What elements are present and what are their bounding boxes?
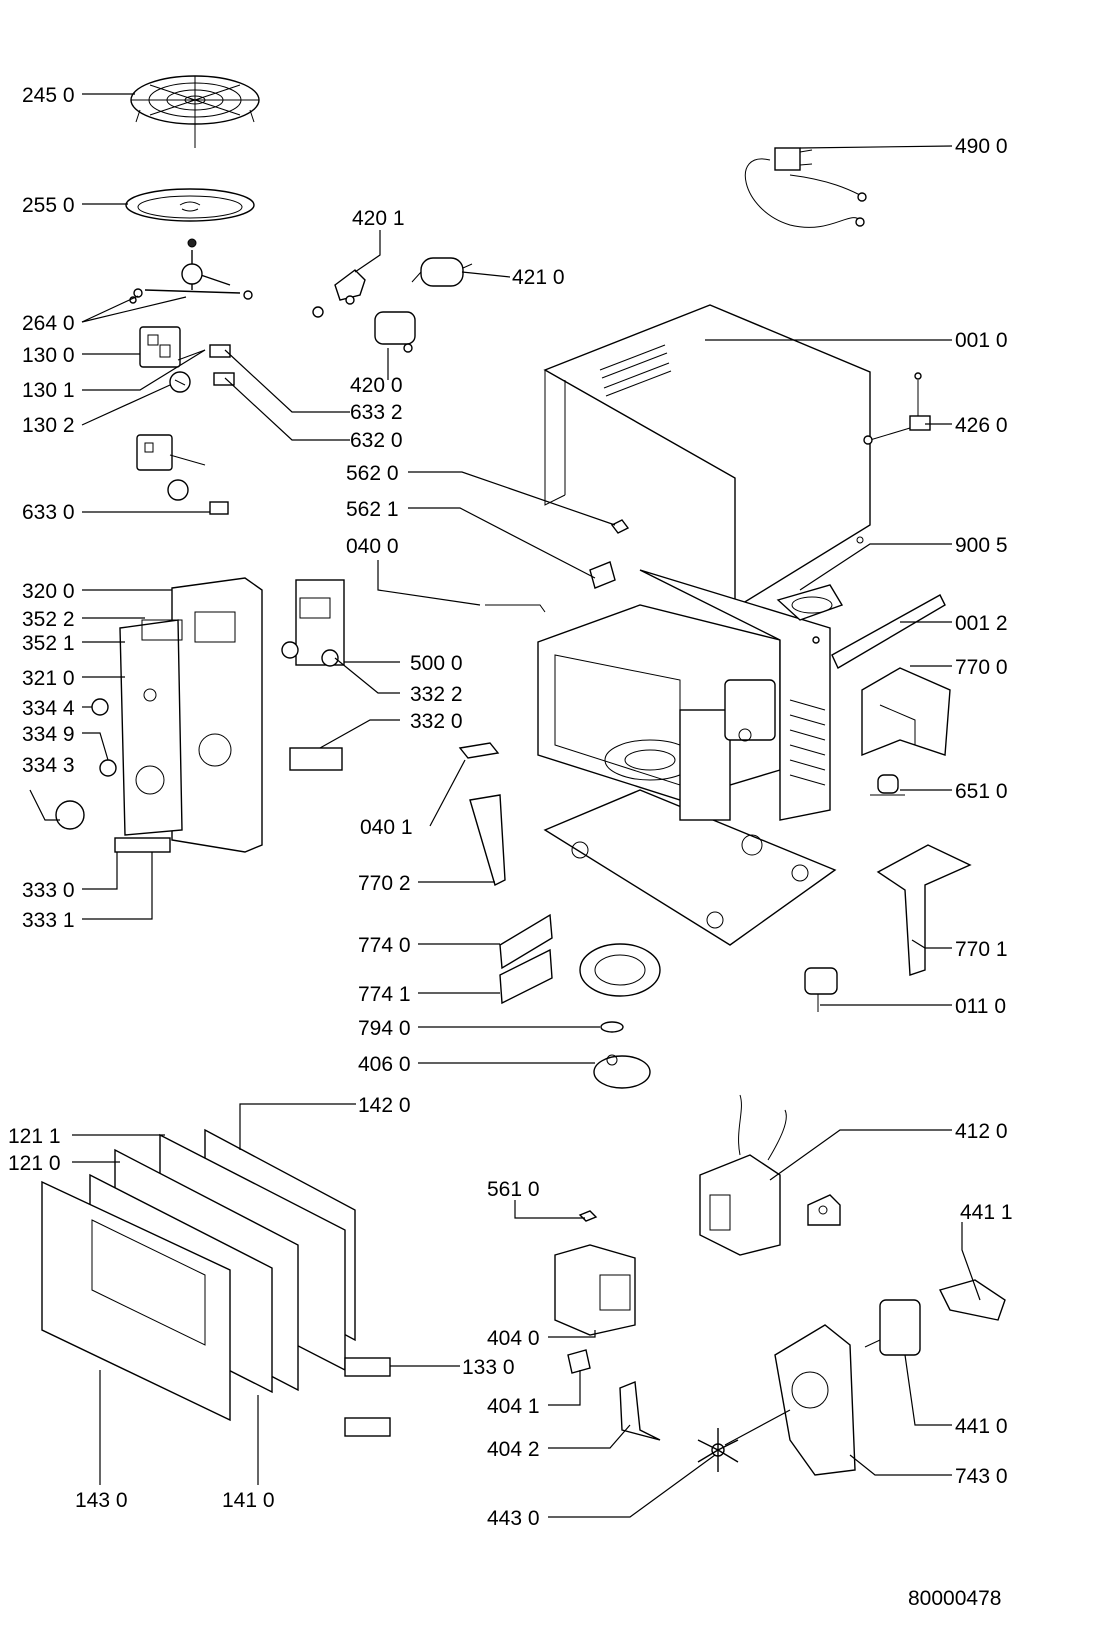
part-label-633-2: 633 2 [350,401,403,424]
duct-rail-drawing [776,584,946,669]
part-label-245-0: 245 0 [22,84,75,107]
part-label-352-1: 352 1 [22,632,75,655]
part-label-561-0: 561 0 [487,1178,540,1201]
part-label-334-9: 334 9 [22,723,75,746]
part-label-130-2: 130 2 [22,414,75,437]
parts-drawing [41,75,1006,1476]
small-brackets-drawing [485,519,630,613]
part-label-255-0: 255 0 [22,194,75,217]
part-label-743-0: 743 0 [955,1465,1008,1488]
drawing-number: 80000478 [908,1587,1001,1610]
fan-assembly-drawing [697,1279,1006,1476]
part-label-774-0: 774 0 [358,934,411,957]
part-label-133-0: 133 0 [462,1356,515,1379]
part-label-404-0: 404 0 [487,1327,540,1350]
part-label-420-1: 420 1 [352,207,405,230]
part-label-332-0: 332 0 [410,710,463,733]
part-labels: 245 0 255 0 264 0 130 0 130 1 130 2 633 … [8,84,1013,1610]
transformer-drawing [699,1094,841,1256]
part-label-320-0: 320 0 [22,580,75,603]
fan-bracket-drawing [876,844,972,976]
cavity-chassis-drawing [537,569,837,946]
part-label-333-0: 333 0 [22,879,75,902]
part-label-404-1: 404 1 [487,1395,540,1418]
fan-blade-drawing [697,1428,739,1472]
part-label-421-0: 421 0 [512,266,565,289]
side-brackets-drawing [458,742,506,887]
part-label-794-0: 794 0 [358,1017,411,1040]
thermostat-drawing [804,967,838,1012]
part-label-121-0: 121 0 [8,1152,61,1175]
part-label-404-2: 404 2 [487,1438,540,1461]
waveguide-covers-drawing [499,913,553,1005]
switch-assembly-drawing [136,326,235,515]
part-label-420-0: 420 0 [350,374,403,397]
vent-slots-drawing [599,344,672,397]
part-label-333-1: 333 1 [22,909,75,932]
part-label-121-1: 121 1 [8,1125,61,1148]
part-label-040-1: 040 1 [360,816,413,839]
part-label-141-0: 141 0 [222,1489,275,1512]
part-label-426-0: 426 0 [955,414,1008,437]
part-label-774-1: 774 1 [358,983,411,1006]
part-label-562-1: 562 1 [346,498,399,521]
noise-filter-drawing [863,372,931,445]
control-board-drawing [281,579,345,771]
part-label-900-5: 900 5 [955,534,1008,557]
part-label-332-2: 332 2 [410,683,463,706]
part-label-562-0: 562 0 [346,462,399,485]
part-label-441-1: 441 1 [960,1201,1013,1224]
turntable-support-drawing [129,238,253,304]
part-label-130-0: 130 0 [22,344,75,367]
part-label-770-1: 770 1 [955,938,1008,961]
part-label-632-0: 632 0 [350,429,403,452]
part-label-001-2: 001 2 [955,612,1008,635]
part-label-040-0: 040 0 [346,535,399,558]
magnetron-drawing [554,1210,661,1441]
part-label-651-0: 651 0 [955,780,1008,803]
capacitor-group-drawing [312,257,473,353]
part-label-490-0: 490 0 [955,135,1008,158]
part-label-130-1: 130 1 [22,379,75,402]
motor-group-drawing [579,943,661,1089]
part-label-011-0: 011 0 [955,995,1006,1018]
grill-rack-drawing [130,75,260,148]
part-label-633-0: 633 0 [22,501,75,524]
part-label-412-0: 412 0 [955,1120,1008,1143]
part-label-441-0: 441 0 [955,1415,1008,1438]
part-label-334-4: 334 4 [22,697,75,720]
power-cord-drawing [744,147,867,228]
door-assembly-drawing [41,1128,391,1437]
air-guide-lamp-drawing [861,667,951,796]
part-label-001-0: 001 0 [955,329,1008,352]
leader-lines [29,93,981,1518]
part-label-770-0: 770 0 [955,656,1008,679]
part-label-406-0: 406 0 [358,1053,411,1076]
part-label-264-0: 264 0 [22,312,75,335]
control-panel-drawing [55,577,263,853]
part-label-143-0: 143 0 [75,1489,128,1512]
part-label-770-2: 770 2 [358,872,411,895]
part-label-500-0: 500 0 [410,652,463,675]
turntable-plate-drawing [125,188,255,222]
part-label-321-0: 321 0 [22,667,75,690]
part-label-352-2: 352 2 [22,608,75,631]
part-label-443-0: 443 0 [487,1507,540,1530]
outer-cabinet-drawing [543,304,871,610]
part-label-142-0: 142 0 [358,1094,411,1117]
door-latch-drawing [344,1357,391,1437]
chassis-vents-drawing [789,699,826,786]
part-label-334-3: 334 3 [22,754,75,777]
